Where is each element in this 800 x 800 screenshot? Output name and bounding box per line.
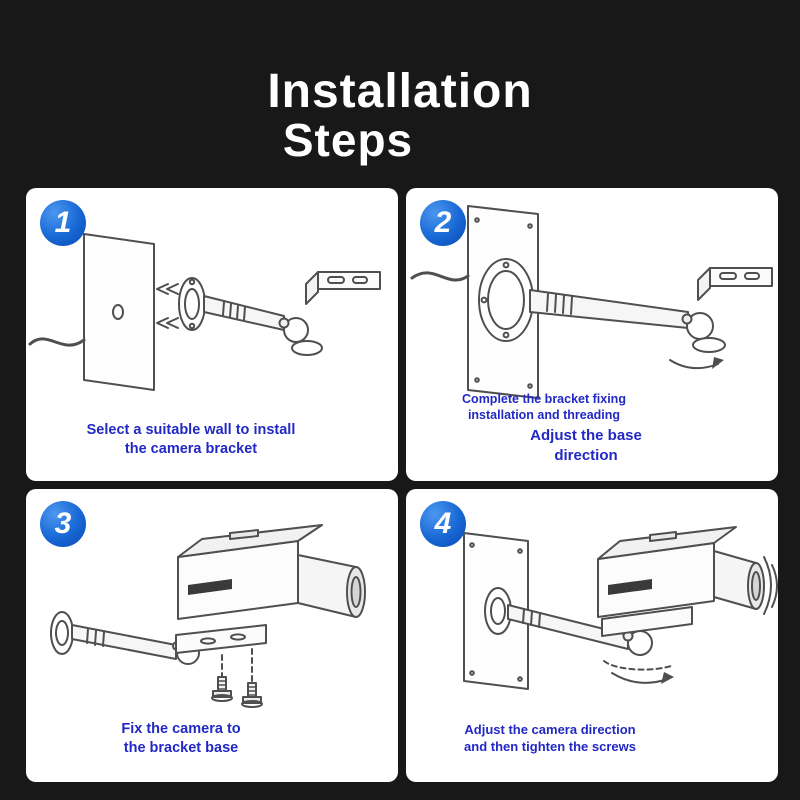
bracket-arm	[529, 289, 689, 329]
bracket-arm	[507, 604, 629, 650]
step-4-number: 4	[434, 507, 452, 540]
mount-flange	[50, 611, 74, 655]
cable	[28, 337, 86, 347]
step-1-number: 1	[54, 206, 72, 239]
mount-flange	[178, 277, 206, 331]
step-2-subcaption: Adjust the base direction	[466, 426, 706, 465]
bracket-arm	[203, 295, 285, 331]
caption-line: Complete the bracket fixing	[462, 391, 626, 406]
camera-body	[597, 526, 765, 618]
step-1-caption: Select a suitable wall to install the ca…	[46, 421, 336, 459]
camera-mount-plate	[175, 624, 267, 654]
step-panel-4: 4	[406, 489, 778, 782]
step-3-number: 3	[54, 507, 72, 540]
camera-mount-plate	[305, 271, 381, 305]
mount-flange	[478, 258, 534, 342]
step-2-badge: 2	[420, 200, 466, 246]
camera-body	[177, 524, 366, 620]
step-2-illustration	[406, 192, 778, 420]
title-line-2: Steps	[282, 114, 414, 166]
step-2-caption: Complete the bracket fixing installation…	[414, 391, 674, 424]
camera-mount-plate	[601, 606, 693, 637]
step-1-badge: 1	[40, 200, 86, 246]
screws	[211, 648, 263, 708]
caption-line: direction	[554, 446, 618, 464]
step-2-number: 2	[434, 206, 452, 239]
rotate-arrow	[603, 660, 675, 684]
knuckle-joint	[681, 312, 726, 353]
caption-line: and then tighten the screws	[464, 739, 636, 755]
direction-arrows	[156, 283, 179, 329]
step-panel-2: 2	[406, 188, 778, 481]
step-4-illustration	[406, 493, 778, 721]
step-3-badge: 3	[40, 501, 86, 547]
caption-line: the bracket base	[123, 740, 239, 757]
rotate-arrow	[669, 357, 724, 370]
steps-grid: 1	[26, 188, 778, 782]
page-title: Installation Steps	[0, 65, 800, 166]
caption-line: the camera bracket	[124, 441, 258, 458]
caption-line: Adjust the base	[530, 427, 642, 444]
wall-plate	[83, 233, 155, 391]
caption-line: Fix the camera to	[121, 721, 241, 738]
knuckle-joint	[622, 630, 653, 656]
caption-line: installation and threading	[467, 407, 621, 422]
step-4-caption: Adjust the camera direction and then tig…	[410, 722, 690, 756]
step-panel-3: 3	[26, 489, 398, 782]
step-3-caption: Fix the camera to the bracket base	[56, 720, 306, 758]
cable	[410, 271, 470, 282]
title-line-1: Installation	[267, 65, 533, 118]
motion-arcs	[763, 556, 778, 615]
caption-line: Adjust the camera direction	[464, 722, 636, 738]
camera-mount-plate	[697, 267, 773, 301]
step-1-illustration	[26, 192, 398, 420]
step-panel-1: 1	[26, 188, 398, 481]
step-3-illustration	[26, 493, 398, 721]
step-4-badge: 4	[420, 501, 466, 547]
caption-line: Select a suitable wall to install	[86, 422, 296, 439]
knuckle-joint	[278, 317, 323, 356]
bracket-arm	[71, 624, 177, 660]
